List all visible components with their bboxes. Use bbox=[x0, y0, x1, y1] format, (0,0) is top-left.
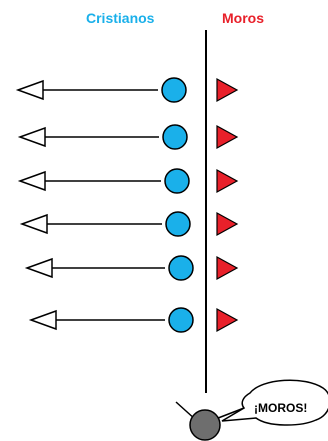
arrow-head-left-icon bbox=[28, 309, 57, 331]
header-cristianos: Cristianos bbox=[86, 10, 155, 26]
figure-head bbox=[189, 409, 221, 441]
moro-triangle bbox=[216, 168, 239, 194]
moro-triangle bbox=[216, 211, 239, 237]
rows-layer bbox=[15, 77, 239, 333]
header-moros: Moros bbox=[222, 10, 264, 26]
cristiano-circle bbox=[162, 124, 188, 150]
diagram-row bbox=[19, 211, 239, 237]
speech-bubble: ¡MOROS! bbox=[221, 379, 328, 426]
moro-triangle bbox=[216, 124, 239, 150]
arrow-head-left-icon bbox=[19, 213, 48, 235]
moro-triangle bbox=[216, 307, 239, 333]
cristiano-circle bbox=[164, 168, 190, 194]
moro-triangle bbox=[216, 77, 239, 103]
arrow-head-left-icon bbox=[24, 257, 53, 279]
moro-triangle bbox=[216, 255, 239, 281]
figure-group bbox=[175, 401, 245, 441]
cristiano-circle bbox=[168, 307, 194, 333]
cristiano-circle bbox=[165, 211, 191, 237]
arrow-head-left-icon bbox=[17, 126, 46, 148]
diagram-row bbox=[17, 124, 239, 150]
cristiano-circle bbox=[168, 255, 194, 281]
arrow-head-left-icon bbox=[15, 79, 44, 101]
speech-bubble-text: ¡MOROS! bbox=[254, 401, 307, 415]
diagram-row bbox=[15, 77, 239, 103]
diagram-row bbox=[28, 307, 239, 333]
cristiano-circle bbox=[161, 77, 187, 103]
diagram-row bbox=[24, 255, 239, 281]
speech-bubble-shape bbox=[221, 379, 328, 426]
diagram-row bbox=[17, 168, 239, 194]
arrow-head-left-icon bbox=[17, 170, 46, 192]
